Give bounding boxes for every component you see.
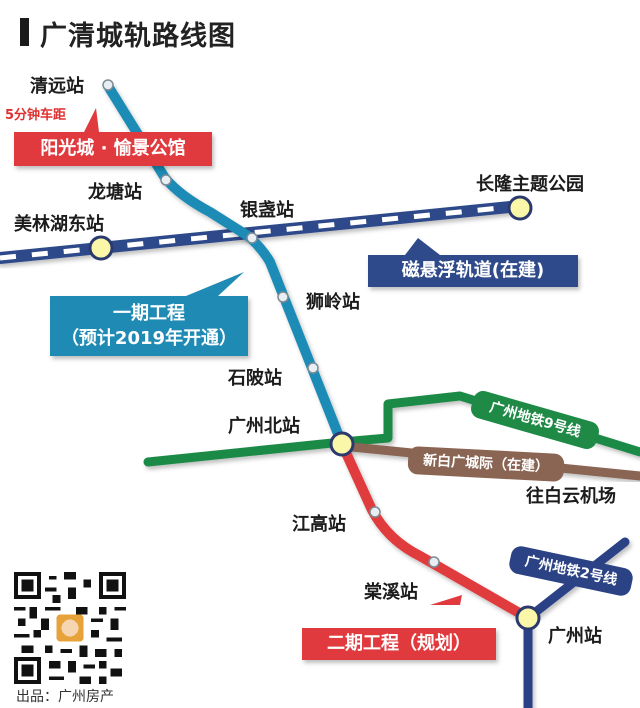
phase1-callout-subtitle: （预计2019年开通） [60, 328, 238, 349]
phase2-callout: 二期工程（规划） [302, 628, 496, 660]
station-label-jianggao: 江高站 [292, 514, 346, 535]
station-label-qingyuan: 清远站 [30, 76, 84, 97]
footer-credit: 出品：广州房产 [16, 689, 114, 705]
station-label-guangzhoubei: 广州北站 [228, 416, 300, 437]
phase1-callout-pointer [186, 272, 244, 296]
qr-code [14, 572, 126, 684]
title-accent-bar [20, 18, 29, 46]
maglev-track [0, 200, 526, 264]
headway-note: 5分钟车距 [5, 108, 67, 123]
station-label-yinzhan: 银盏站 [240, 200, 294, 221]
station-label-changlong: 长隆主题公园 [476, 174, 584, 195]
station-label-meilinhudong: 美林湖东站 [14, 214, 104, 235]
interchange-station-markers [88, 195, 541, 631]
line-9-badge [471, 390, 599, 450]
phase2-callout-pointer [430, 595, 462, 605]
station-label-longtang: 龙塘站 [88, 182, 142, 203]
station-label-shiling: 狮岭站 [306, 292, 360, 313]
station-label-guangzhou: 广州站 [548, 626, 602, 647]
xinbai-badge [407, 446, 565, 482]
project-callout: 阳光城 · 愉景公馆 [14, 132, 212, 166]
phase1-callout: 一期工程 （预计2019年开通） [50, 296, 248, 356]
station-label-shibei: 石陂站 [228, 368, 282, 389]
direction-label-airport: 往白云机场 [526, 486, 616, 507]
maglev-callout: 磁悬浮轨道(在建) [368, 255, 578, 287]
phase1-track [103, 81, 347, 449]
page-title: 广清城轨路线图 [40, 21, 236, 52]
maglev-callout-pointer [405, 238, 440, 255]
small-station-markers [102, 79, 440, 568]
station-label-tangxi: 棠溪站 [364, 582, 418, 603]
phase1-callout-title: 一期工程 [113, 303, 185, 324]
line-2-badge [509, 546, 633, 596]
